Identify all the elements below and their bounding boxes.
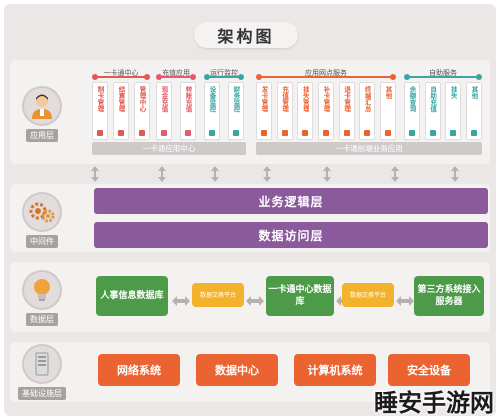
group-line <box>404 74 482 80</box>
module-tile: 财务监控 <box>228 82 244 140</box>
module-icon <box>302 130 309 136</box>
gears-icon <box>22 192 62 232</box>
module-icon <box>384 130 391 136</box>
network-system-box: 网络系统 <box>98 354 180 386</box>
frontend-business-bar: 一卡通前端业务应用 <box>256 142 482 155</box>
module-tile: 余额查询 <box>404 82 420 140</box>
module-icon <box>185 130 191 136</box>
module-tile: 发卡管理 <box>256 82 272 140</box>
card-center-database-box: 一卡通中心数据库 <box>266 276 334 316</box>
data-layer-side: 数据层 <box>18 270 66 326</box>
infrastructure-layer-label: 基础设施层 <box>18 387 66 400</box>
watermark: 睡安手游网 <box>374 389 494 417</box>
module-icon <box>261 130 267 136</box>
middleware-layer-side: 中间件 <box>18 192 66 248</box>
double-arrow-icon <box>90 166 100 182</box>
group-title: 一卡通中心 <box>103 69 139 77</box>
module-tile: 自助充值 <box>424 82 441 140</box>
module-icon <box>450 130 457 136</box>
module-tile: 其他 <box>465 82 482 140</box>
data-access-bar: 数据访问层 <box>94 222 488 248</box>
module-tile: 退卡管理 <box>338 82 355 140</box>
lightbulb-icon <box>22 270 62 310</box>
module-icon <box>97 130 103 136</box>
module-icon <box>209 130 215 136</box>
group-line <box>156 74 196 80</box>
data-center-box: 数据中心 <box>196 354 278 386</box>
module-icon <box>281 130 288 136</box>
module-tile: 现金充值 <box>156 82 172 140</box>
infrastructure-layer-side: 基础设施层 <box>18 344 66 400</box>
group-title: 充值应用 <box>162 69 190 77</box>
application-layer-side: 应用层 <box>18 86 66 142</box>
application-layer: 应用层 一卡通中心 制卡管理 结算管理 管理中心 充值应用 现金充值 转账充值 … <box>10 60 490 164</box>
module-icon <box>364 130 371 136</box>
group-title: 自助服务 <box>429 69 457 77</box>
double-arrow-icon <box>396 291 414 306</box>
application-layer-label: 应用层 <box>26 129 58 142</box>
diagram-title: 架构图 <box>194 22 298 48</box>
double-arrow-icon <box>450 166 460 182</box>
module-tile: 其他 <box>379 82 396 140</box>
hr-database-box: 人事信息数据库 <box>96 276 168 316</box>
module-icon <box>161 130 167 136</box>
module-tile: 补卡管理 <box>317 82 334 140</box>
server-icon <box>22 344 62 384</box>
person-icon <box>22 86 62 126</box>
module-tile: 终端汇总 <box>359 82 376 140</box>
double-arrow-icon <box>322 166 332 182</box>
module-tile: 转账充值 <box>180 82 196 140</box>
module-icon <box>118 130 124 136</box>
computer-system-box: 计算机系统 <box>294 354 376 386</box>
module-icon <box>233 130 239 136</box>
middleware-layer: 中间件 业务逻辑层 数据访问层 <box>10 184 490 252</box>
double-arrow-icon <box>246 291 264 306</box>
group-line <box>204 74 244 80</box>
module-tile: 管理中心 <box>134 82 150 140</box>
double-arrow-icon <box>390 166 400 182</box>
double-arrow-icon <box>172 291 190 306</box>
group-title: 运行监控 <box>210 69 238 77</box>
module-tile: 结算管理 <box>113 82 129 140</box>
group-title: 应用网点服务 <box>305 69 347 77</box>
group-line <box>92 74 150 80</box>
module-tile: 充值管理 <box>276 82 293 140</box>
module-icon <box>343 130 350 136</box>
module-tile: 挂失管理 <box>297 82 314 140</box>
data-exchange-label: 数据交换平台 <box>192 283 244 307</box>
infrastructure-layer: 基础设施层 网络系统 数据中心 计算机系统 安全设备 <box>10 342 490 402</box>
third-party-server-box: 第三方系统接入服务器 <box>414 276 484 316</box>
module-tile: 设备监控 <box>204 82 220 140</box>
data-exchange-label: 数据交换平台 <box>342 283 394 307</box>
data-layer-label: 数据层 <box>26 313 58 326</box>
module-tile: 制卡管理 <box>92 82 108 140</box>
security-device-box: 安全设备 <box>388 354 470 386</box>
module-icon <box>139 130 145 136</box>
double-arrow-icon <box>262 166 272 182</box>
module-icon <box>470 130 477 136</box>
module-icon <box>322 130 329 136</box>
module-icon <box>409 130 415 136</box>
card-app-center-bar: 一卡通应用中心 <box>92 142 246 155</box>
group-line <box>256 74 396 80</box>
data-layer: 数据层 人事信息数据库 数据交换平台 一卡通中心数据库 数据交换平台 第三方系统… <box>10 262 490 332</box>
module-icon <box>429 130 436 136</box>
double-arrow-icon <box>210 166 220 182</box>
business-logic-bar: 业务逻辑层 <box>94 188 488 214</box>
middleware-layer-label: 中间件 <box>26 235 58 248</box>
module-tile: 挂失 <box>445 82 462 140</box>
double-arrow-icon <box>157 166 167 182</box>
